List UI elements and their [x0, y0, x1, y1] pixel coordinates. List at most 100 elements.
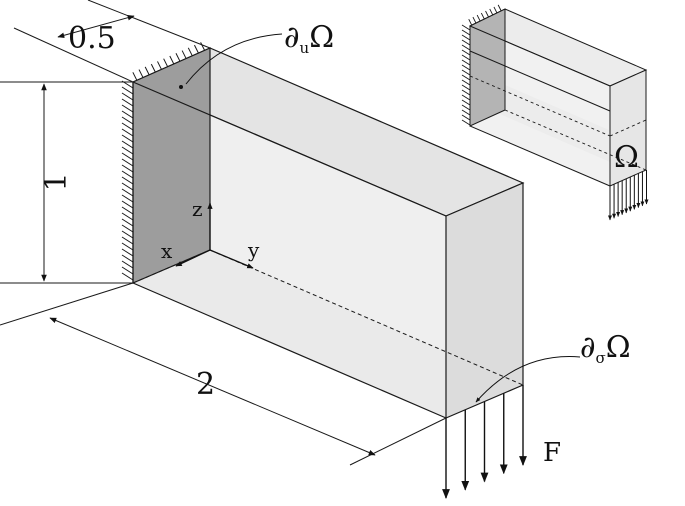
- neumann-leader: [475, 356, 581, 403]
- inset-beam: [468, 8, 648, 187]
- hatch-tick: [121, 266, 134, 275]
- hatch-tick: [157, 61, 162, 70]
- main-beam: [131, 47, 525, 419]
- hatch-tick: [144, 66, 150, 76]
- hatch-tick: [138, 69, 144, 78]
- inset-fixed-face: [469, 8, 506, 127]
- hatch-tick: [461, 79, 471, 86]
- hatch-tick: [121, 260, 134, 269]
- hatch-tick: [121, 248, 134, 257]
- hatch-tick: [121, 182, 134, 191]
- hatch-tick: [461, 69, 471, 76]
- neumann-boundary-label: ∂σΩ: [580, 330, 631, 367]
- hatch-tick: [169, 55, 175, 65]
- inset-edge-bottom: [469, 125, 611, 187]
- hatch-tick: [121, 146, 134, 155]
- inset-hidden-bottom: [504, 109, 647, 171]
- hatch-tick: [476, 14, 481, 22]
- depth-extension-2: [87, 0, 211, 49]
- inset-hidden-mid-end: [609, 119, 647, 137]
- x-axis-label: x: [161, 239, 173, 263]
- hatch-tick: [121, 218, 134, 227]
- hatch-tick: [121, 206, 134, 215]
- inset-support-hatching: [461, 4, 502, 126]
- hatch-tick: [121, 236, 134, 245]
- hatch-tick: [121, 194, 134, 203]
- hatch-tick: [461, 29, 471, 36]
- hatch-tick: [121, 140, 134, 149]
- hatch-tick: [497, 4, 502, 12]
- hidden-edge-bottom: [209, 249, 524, 386]
- inset-edge-top: [469, 25, 611, 87]
- hatch-tick: [121, 116, 134, 125]
- hatch-tick: [461, 64, 471, 71]
- hatch-tick: [121, 152, 134, 161]
- hatch-tick: [461, 34, 471, 41]
- hatch-tick: [461, 74, 471, 81]
- hatch-tick: [121, 98, 134, 107]
- hatch-tick: [121, 110, 134, 119]
- hatch-tick: [121, 170, 134, 179]
- hatch-tick: [461, 84, 471, 91]
- hatch-tick: [121, 242, 134, 251]
- hatch-tick: [461, 104, 471, 111]
- hatch-tick: [121, 134, 134, 143]
- hatch-tick: [461, 89, 471, 96]
- y-axis-arrow: [209, 249, 254, 269]
- z-axis-label: z: [192, 197, 203, 221]
- hatch-tick: [461, 54, 471, 61]
- edge-front-top: [132, 81, 447, 217]
- dirichlet-boundary-label: ∂uΩ: [284, 20, 334, 57]
- hatch-tick: [121, 104, 134, 113]
- hatch-tick: [121, 212, 134, 221]
- x-axis-arrow: [175, 249, 211, 267]
- hatch-tick: [485, 10, 489, 18]
- hatch-tick: [121, 254, 134, 263]
- hatch-tick: [121, 164, 134, 173]
- fixed-support-hatching: [121, 42, 206, 281]
- hatch-tick: [121, 86, 134, 95]
- depth-dim-line: [57, 14, 135, 39]
- hatch-tick: [489, 8, 494, 16]
- height-label: 1: [39, 172, 74, 191]
- hatch-tick: [121, 128, 134, 137]
- depth-label: 0.5: [68, 21, 116, 56]
- hatch-tick: [150, 63, 156, 73]
- load-label: F: [543, 438, 561, 468]
- coordinate-axes: [175, 202, 254, 269]
- load-arrows: [442, 385, 527, 499]
- hatch-tick: [200, 42, 206, 51]
- y-axis-label: y: [247, 238, 260, 262]
- beam-end-face: [445, 182, 524, 419]
- inset-load-arrows: [608, 170, 649, 221]
- hatch-tick: [121, 176, 134, 185]
- hatch-tick: [461, 109, 471, 116]
- length-dim-line: [49, 317, 376, 456]
- inset-domain-label: Ω: [614, 140, 639, 175]
- hatch-tick: [480, 12, 485, 20]
- hatch-tick: [132, 72, 138, 81]
- hatch-tick: [121, 230, 134, 239]
- hatch-tick: [194, 44, 199, 54]
- hatch-tick: [461, 44, 471, 51]
- hatch-tick: [468, 18, 473, 26]
- hatch-tick: [121, 122, 134, 131]
- inset-hidden-mid: [469, 75, 611, 137]
- hatch-tick: [461, 24, 471, 31]
- hatch-tick: [121, 224, 134, 233]
- hatch-tick: [461, 49, 471, 56]
- hatch-tick: [472, 16, 477, 24]
- dimension-lines: [0, 0, 447, 466]
- hatch-tick: [461, 119, 471, 126]
- depth-extension-1: [13, 27, 134, 83]
- hatch-tick: [461, 99, 471, 106]
- hatch-tick: [121, 272, 134, 281]
- hatch-tick: [461, 39, 471, 46]
- hatch-tick: [461, 114, 471, 121]
- dirichlet-leader-dot: [179, 85, 183, 89]
- hatch-tick: [121, 200, 134, 209]
- hatch-tick: [163, 58, 169, 67]
- hatch-tick: [121, 92, 134, 101]
- inset-edge-mid: [469, 50, 611, 112]
